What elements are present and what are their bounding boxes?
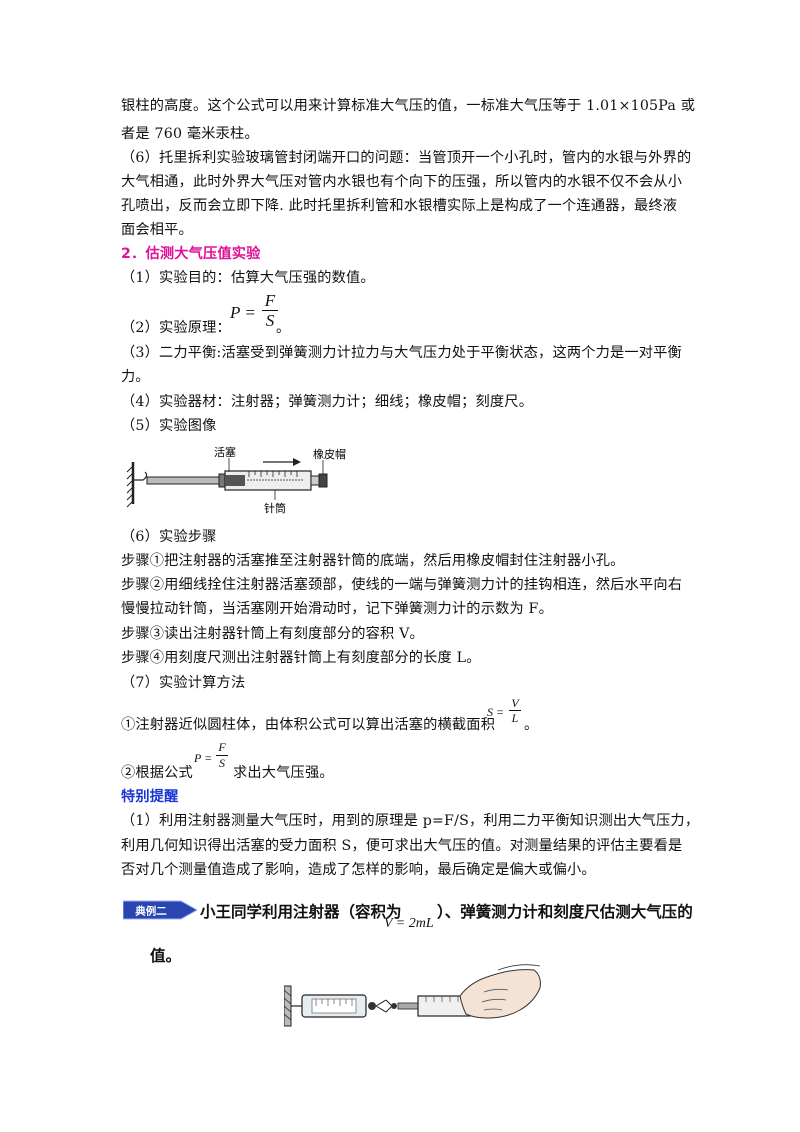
- experiment-purpose: （1）实验目的：估算大气压强的数值。: [121, 270, 375, 286]
- label-barrel: 针筒: [264, 501, 286, 515]
- step-4: 步骤④用刻度尺测出注射器针筒上有刻度部分的长度 L。: [121, 650, 481, 666]
- formula-numerator: F: [218, 740, 226, 754]
- calc-1-text: ①注射器近似圆柱体，由体积公式可以算出活塞的横截面积: [121, 717, 496, 733]
- pressure-formula: P = F S: [194, 740, 234, 778]
- formula-lhs: P =: [194, 751, 213, 765]
- step-2-cont: 慢慢拉动针筒，当活塞刚开始滑动时，记下弹簧测力计的示数为 F。: [121, 601, 553, 617]
- question-part-2: ）、弹簧测力计和刻度尺估测大气压的: [437, 903, 693, 921]
- paragraph-line: （6）托里拆利实验玻璃管封闭端开口的问题：当管顶开一个小孔时，管内的水银与外界的: [121, 150, 692, 166]
- equipment-list: （4）实验器材：注射器；弹簧测力计；细线；橡皮帽；刻度尺。: [121, 394, 534, 410]
- calc-title: （7）实验计算方法: [121, 675, 246, 691]
- steps-title: （6）实验步骤: [121, 529, 217, 545]
- reminder-line: （1）利用注射器测量大气压时，用到的原理是 p=F/S，利用二力平衡知识测出大气…: [121, 813, 700, 829]
- paragraph-line: 孔喷出，反而会立即下降. 此时托里拆利管和水银槽实际上是构成了一个连通器，最终液: [121, 198, 678, 214]
- paragraph-line: 银柱的高度。这个公式可以用来计算标准大气压的值，一标准大气压等于 1.01×10…: [121, 98, 696, 114]
- calc-2-suffix: 求出大气压强。: [233, 765, 334, 781]
- spring-scale-syringe-figure: [284, 964, 541, 1027]
- syringe-figure: 活塞 橡皮帽 针筒: [126, 445, 346, 515]
- formula-lhs: P =: [230, 303, 256, 322]
- example-badge-label: 典例二: [135, 905, 167, 918]
- formula-lhs: S =: [487, 705, 505, 719]
- paragraph-line: 者是 760 毫米汞柱。: [121, 126, 259, 142]
- cross-section-formula: S = V L: [487, 696, 527, 732]
- experiment-principle-label: （2）实验原理：: [121, 320, 231, 336]
- reminder-line: 否对几个测量值造成了影响，造成了怎样的影响，最后确定是偏大或偏小。: [121, 862, 596, 878]
- formula-denominator: S: [265, 311, 275, 330]
- formula-denominator: L: [511, 711, 519, 725]
- formula-numerator: V: [511, 696, 519, 710]
- label-rubber-cap: 橡皮帽: [313, 448, 346, 461]
- section-heading: 2．估测大气压值实验: [121, 246, 261, 262]
- question-part-1: 小王同学利用注射器（容积为: [200, 903, 402, 921]
- example-badge: 典例二: [122, 897, 199, 927]
- reminder-heading: 特别提醒: [121, 789, 179, 805]
- label-piston: 活塞: [214, 445, 236, 459]
- reminder-line: 利用几何知识得出活塞的受力面积 S，便可求出大气压的值。对测量结果的评估主要看是: [121, 838, 683, 854]
- paragraph-line: （3）二力平衡:活塞受到弹簧测力计拉力与大气压力处于平衡状态，这两个力是一对平衡: [121, 345, 682, 361]
- calc-1-period: 。: [524, 717, 539, 733]
- principle-formula: P = F S: [230, 291, 290, 335]
- calc-2-prefix: ②根据公式: [121, 765, 193, 781]
- paragraph-line: 面会相平。: [121, 222, 193, 238]
- paragraph-line: 力。: [121, 369, 150, 385]
- question-line-2: 值。: [150, 947, 182, 965]
- step-2: 步骤②用细线拴住注射器活塞颈部，使线的一端与弹簧测力计的挂钩相连，然后水平向右: [121, 577, 683, 593]
- paragraph-line: 大气相通，此时外界大气压对管内水银也有个向下的压强，所以管内的水银不仅不会从小: [121, 174, 683, 190]
- formula-numerator: F: [264, 291, 276, 310]
- formula-denominator: S: [219, 756, 225, 770]
- volume-formula: V = 2mL: [384, 916, 434, 931]
- principle-period: 。: [276, 320, 291, 336]
- figure-caption: （5）实验图像: [121, 418, 217, 434]
- step-1: 步骤①把注射器的活塞推至注射器针筒的底端，然后用橡皮帽封住注射器小孔。: [121, 553, 625, 569]
- step-3: 步骤③读出注射器针筒上有刻度部分的容积 V。: [121, 626, 424, 642]
